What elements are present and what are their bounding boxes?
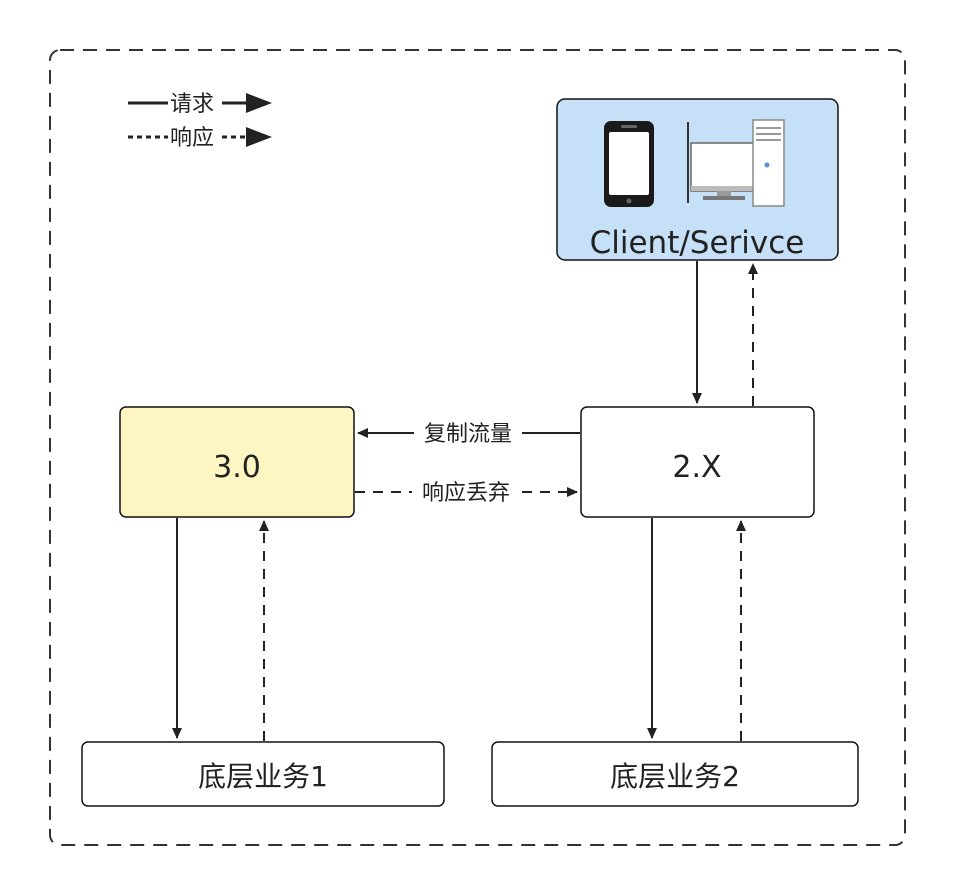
client-node: Client/Serivce: [556, 98, 839, 261]
v2-label: 2.X: [672, 450, 721, 485]
biz1-box: [81, 741, 445, 807]
phone-icon: [604, 121, 654, 207]
biz2-node: 底层业务2: [491, 741, 859, 807]
outer-frame: [49, 49, 906, 846]
desktop-computer-icon: [687, 119, 785, 207]
client-label: Client/Serivce: [590, 225, 805, 261]
biz2-box: [491, 741, 859, 807]
biz1-node: 底层业务1: [81, 741, 445, 807]
legend-request-arrowhead: [246, 93, 272, 113]
v3-label: 3.0: [213, 450, 261, 485]
legend-response-arrowhead: [246, 127, 272, 147]
v3-node: 3.0: [119, 406, 355, 518]
v3-box: [119, 406, 355, 518]
legend-response-label: 响应: [170, 126, 214, 151]
legend-response: 响应: [128, 126, 272, 151]
v2-box: [580, 406, 815, 518]
legend-request: 请求: [128, 92, 272, 117]
biz2-label: 底层业务2: [610, 760, 740, 793]
legend: 请求 响应: [128, 92, 272, 151]
legend-request-label: 请求: [170, 92, 214, 117]
edge-response-discard-label: 响应丢弃: [422, 481, 510, 506]
edge-copy-traffic-label: 复制流量: [424, 422, 512, 447]
biz1-label: 底层业务1: [198, 760, 328, 793]
v2-node: 2.X: [580, 406, 815, 518]
